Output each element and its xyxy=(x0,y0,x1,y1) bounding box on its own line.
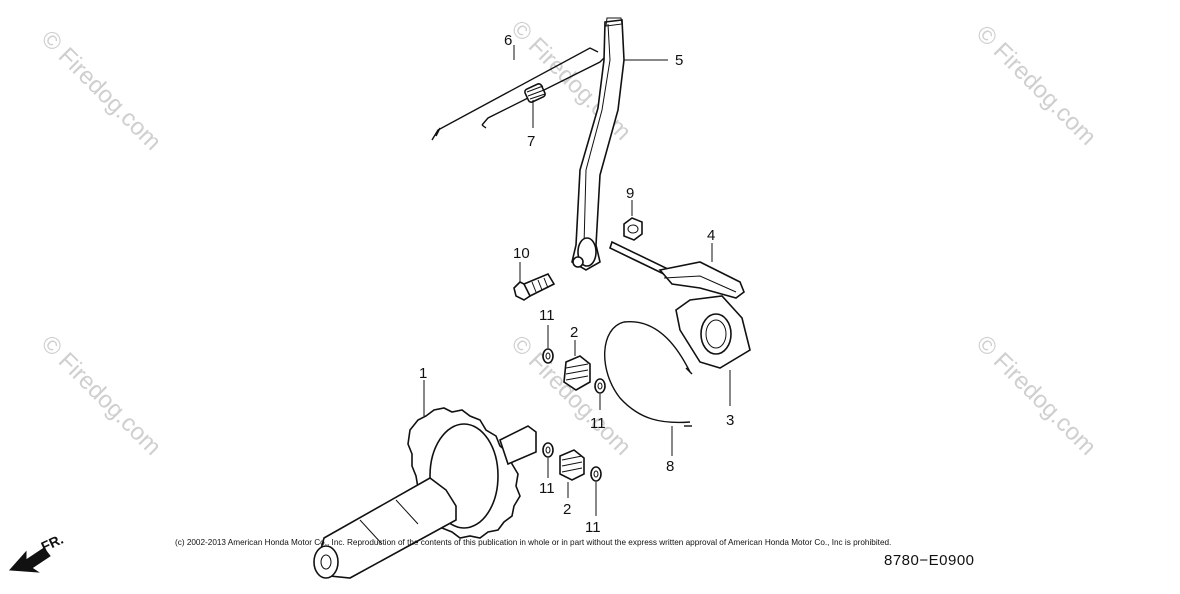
part-11-washers xyxy=(542,348,606,482)
copyright-notice: (c) 2002-2013 American Honda Motor Co., … xyxy=(175,538,892,547)
callout-8: 8 xyxy=(666,458,674,475)
front-arrow-icon xyxy=(8,547,51,573)
part-2-weight-upper xyxy=(563,355,591,391)
watermarks: © Firedog.com © Firedog.com © Firedog.co… xyxy=(36,15,1102,461)
callout-11-c: 11 xyxy=(539,480,555,497)
callout-6: 6 xyxy=(504,32,512,49)
callout-10: 10 xyxy=(513,245,530,262)
part-2-weight-lower xyxy=(559,449,585,481)
part-7-spring xyxy=(524,83,546,103)
callout-3: 3 xyxy=(726,412,734,429)
diagram-code: 8780−E0900 xyxy=(884,552,975,569)
watermark-top-right: © Firedog.com xyxy=(971,20,1102,151)
callout-2-upper: 2 xyxy=(570,324,578,341)
front-direction-indicator: FR. xyxy=(8,531,66,573)
watermark-mid-right: © Firedog.com xyxy=(971,330,1102,461)
callout-11-b: 11 xyxy=(590,415,606,432)
callout-11-a: 11 xyxy=(539,307,555,324)
part-4-governor-holder xyxy=(609,240,745,299)
part-5-governor-arm xyxy=(571,17,625,271)
callout-5: 5 xyxy=(675,52,683,69)
part-3-governor-plate xyxy=(675,295,751,369)
callout-7: 7 xyxy=(527,133,535,150)
callout-labels: 1 2 2 3 4 5 6 7 8 9 10 11 11 11 11 xyxy=(419,32,734,536)
front-label: FR. xyxy=(39,531,66,555)
leader-lines xyxy=(423,45,731,516)
watermark-top-left: © Firedog.com xyxy=(36,25,167,156)
callout-9: 9 xyxy=(626,185,634,202)
callout-1: 1 xyxy=(419,365,427,382)
part-9-nut xyxy=(623,217,643,241)
part-8-clip-spring xyxy=(603,321,693,427)
watermark-mid-left: © Firedog.com xyxy=(36,330,167,461)
callout-2-lower: 2 xyxy=(563,501,571,518)
part-1-camshaft-gear xyxy=(313,407,537,579)
callout-4: 4 xyxy=(707,227,715,244)
callout-11-d: 11 xyxy=(585,519,601,536)
